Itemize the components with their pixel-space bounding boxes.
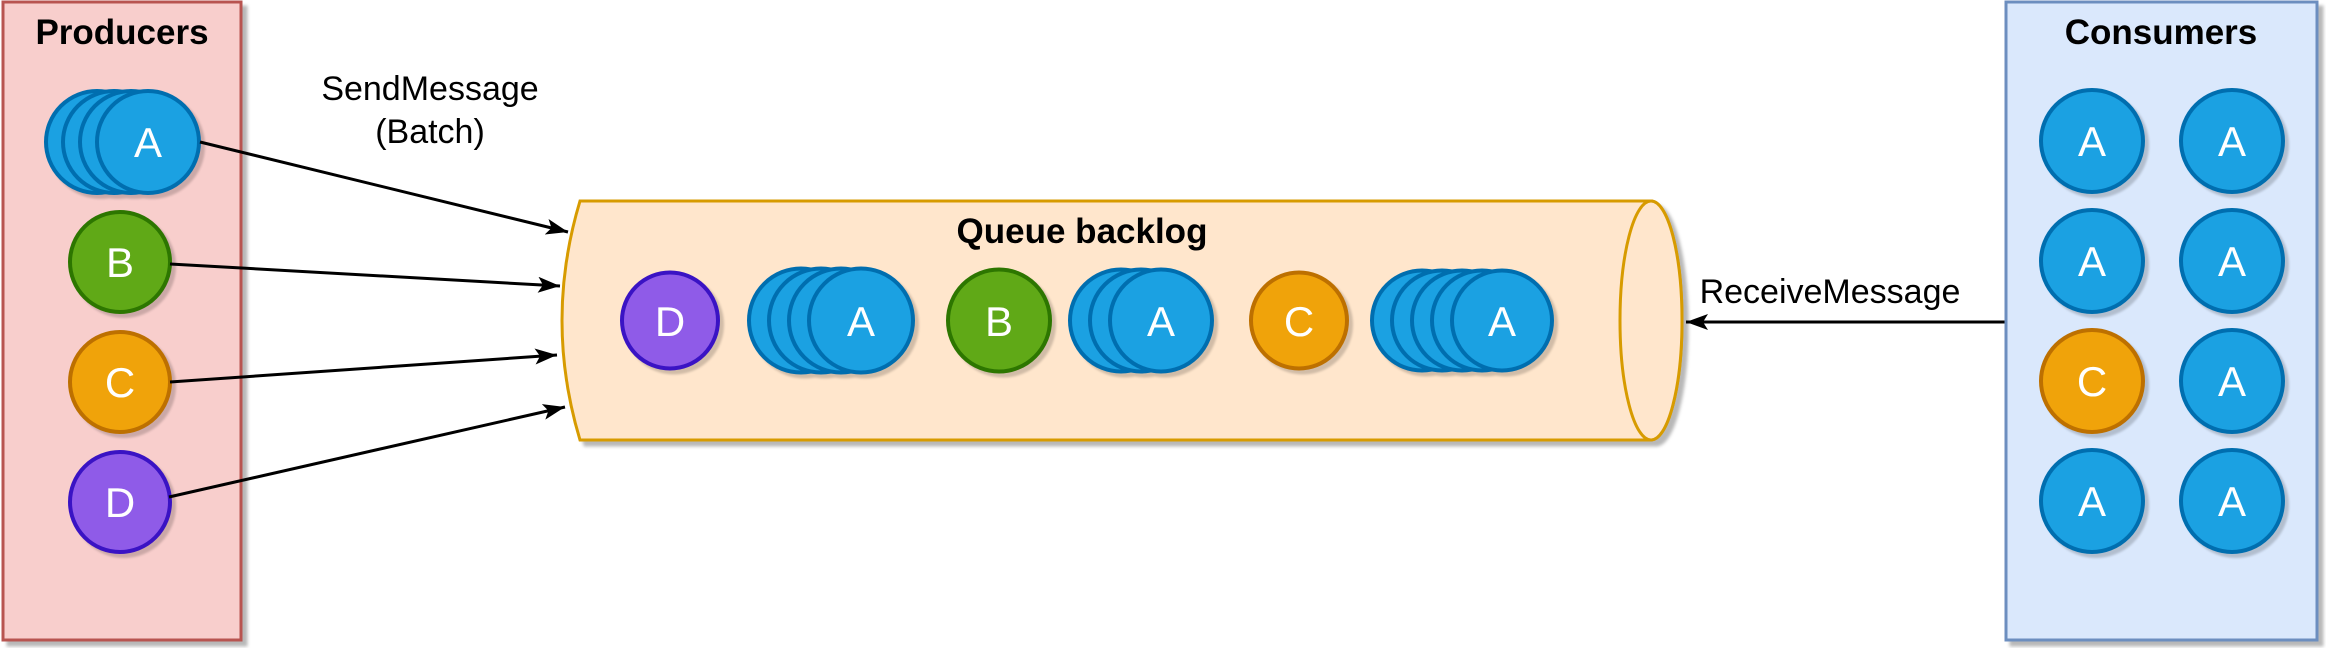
message-circle <box>1249 270 1349 371</box>
message-circle <box>1108 267 1214 374</box>
send-arrow-d <box>168 404 566 499</box>
send-arrow-c <box>169 348 558 384</box>
send-message-label-line1: SendMessage <box>321 70 538 108</box>
message-circle <box>2179 208 2285 314</box>
cylinder-cap <box>1618 199 1684 442</box>
producer-node-a-stack: A <box>44 89 201 195</box>
consumer-node: A <box>2179 328 2285 434</box>
message-circle <box>807 266 915 375</box>
message-label: D <box>105 479 135 526</box>
message-circle <box>2039 208 2145 314</box>
queue-node-a-stack-1: A <box>747 266 915 375</box>
message-circle <box>2179 88 2285 194</box>
message-label: A <box>2218 358 2246 405</box>
message-circle <box>95 89 201 195</box>
message-label: A <box>2078 118 2106 165</box>
queue-node-d: D <box>620 270 720 371</box>
message-label: B <box>106 239 134 286</box>
queue-node-a-stack-3: A <box>1370 268 1554 373</box>
queue-title: Queue backlog <box>957 212 1208 251</box>
message-circle <box>68 450 172 554</box>
queue-node-c: C <box>1249 270 1349 371</box>
message-circle <box>2039 88 2145 194</box>
message-label: A <box>2218 238 2246 285</box>
producers-panel: Producers A B C D <box>1 0 243 642</box>
message-label: B <box>985 298 1013 345</box>
message-label: A <box>134 119 162 166</box>
message-circle <box>2179 448 2285 554</box>
consumer-node: A <box>2179 88 2285 194</box>
send-arrow-a <box>199 140 569 235</box>
consumer-node: C <box>2039 328 2145 434</box>
message-label: A <box>2218 478 2246 525</box>
producers-title: Producers <box>35 13 208 52</box>
message-label: A <box>2218 118 2246 165</box>
message-circle <box>2179 328 2285 434</box>
message-label: A <box>1147 298 1175 345</box>
send-arrow-b <box>169 262 561 293</box>
consumer-node: A <box>2039 88 2145 194</box>
message-label: A <box>847 298 875 345</box>
send-arrows <box>168 140 569 499</box>
consumers-panel: Consumers A A A A C A <box>2004 0 2319 642</box>
message-label: C <box>1284 298 1314 345</box>
consumer-node: A <box>2179 448 2285 554</box>
message-circle <box>2039 448 2145 554</box>
message-circle <box>946 267 1052 374</box>
queue-cylinder: Queue backlog D A B A C <box>560 199 1684 442</box>
consumers-title: Consumers <box>2065 13 2258 52</box>
message-label: A <box>1488 298 1516 345</box>
consumer-node: A <box>2039 448 2145 554</box>
message-label: C <box>105 359 135 406</box>
queue-node-b: B <box>946 267 1052 374</box>
message-circle <box>620 270 720 371</box>
producer-node-b: B <box>68 210 172 314</box>
queue-node-a-stack-2: A <box>1068 267 1214 374</box>
message-label: D <box>655 298 685 345</box>
receive-message-label: ReceiveMessage <box>1700 273 1961 311</box>
message-label: A <box>2078 478 2106 525</box>
send-message-label-line2: (Batch) <box>375 113 485 151</box>
producer-node-d: D <box>68 450 172 554</box>
message-label: C <box>2077 358 2107 405</box>
message-circle <box>68 210 172 314</box>
message-circle <box>1450 268 1554 373</box>
message-circle <box>2039 328 2145 434</box>
consumer-node: A <box>2039 208 2145 314</box>
message-label: A <box>2078 238 2106 285</box>
consumers-box <box>2004 0 2319 642</box>
producer-node-c: C <box>68 330 172 434</box>
consumer-node: A <box>2179 208 2285 314</box>
